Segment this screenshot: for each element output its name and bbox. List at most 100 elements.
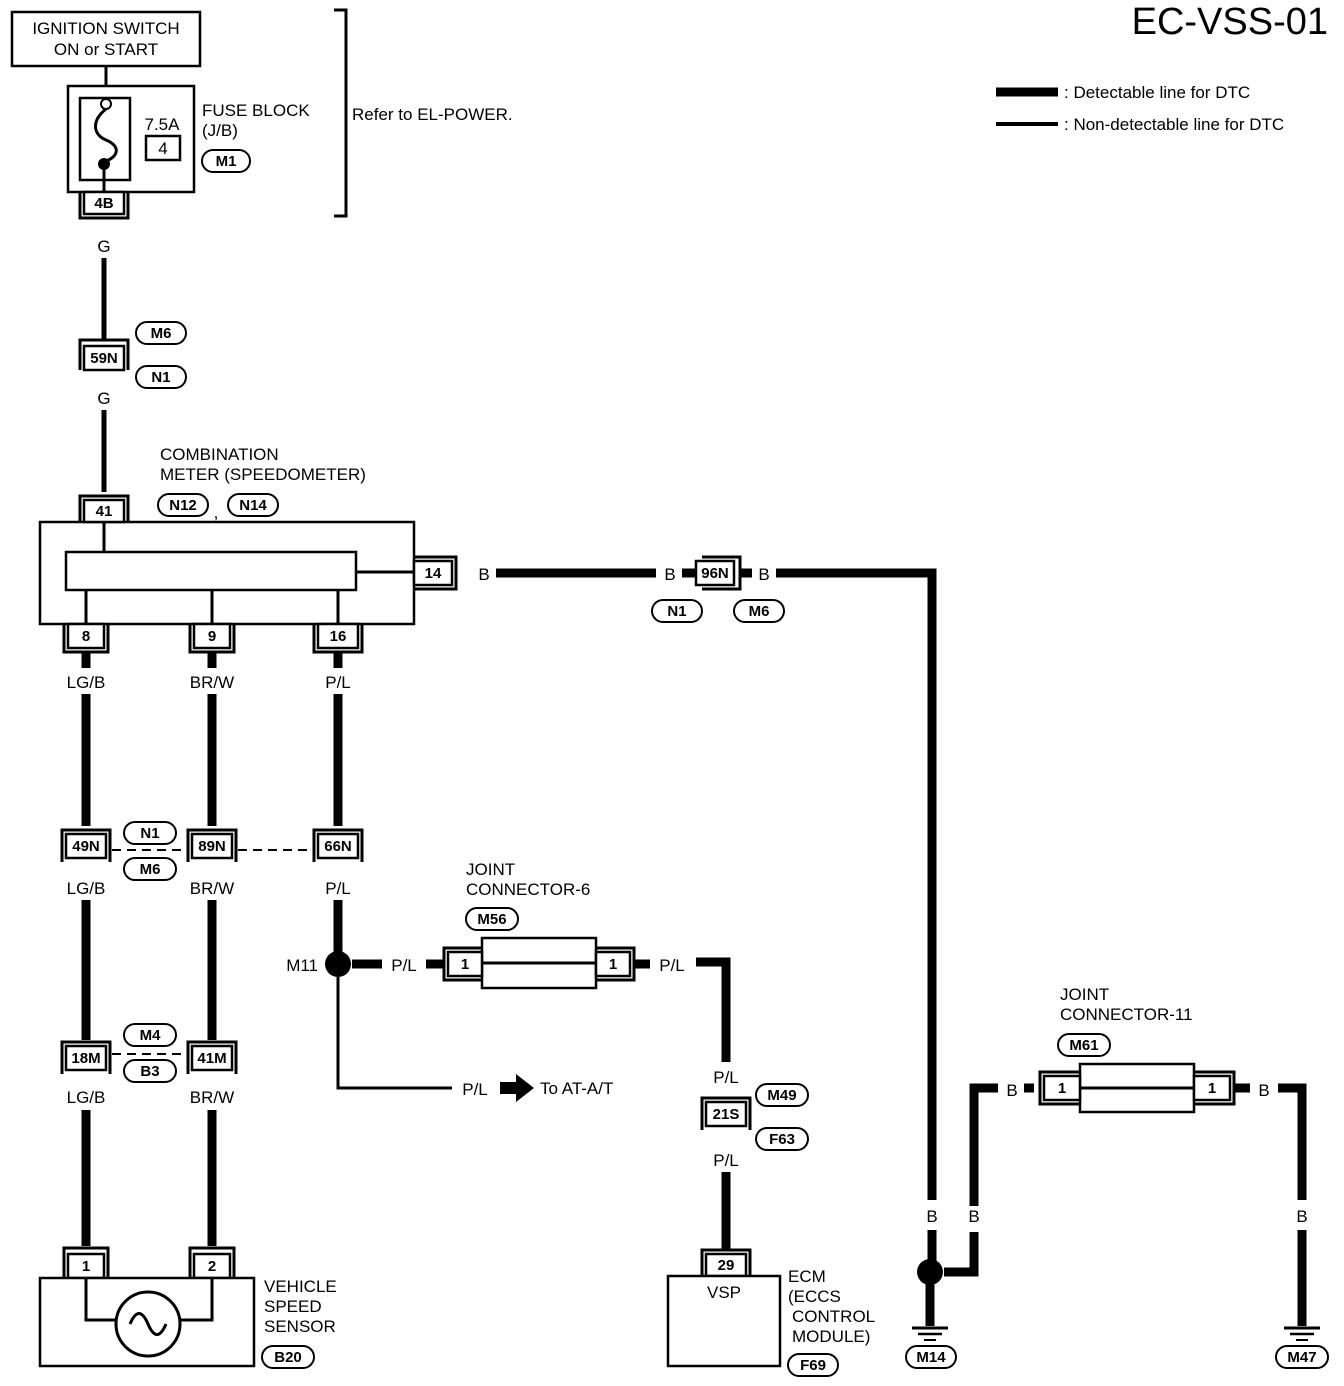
jc11-pin-right-label: 1: [1208, 1080, 1216, 1097]
connector-oval-m14-label: M14: [916, 1349, 946, 1366]
pin-41-bracket: [78, 494, 130, 522]
pin-89n: [190, 832, 234, 860]
fuse-number-box: [144, 134, 182, 162]
vss-internal-wire-2: [180, 1278, 214, 1322]
ground-splice: [917, 1259, 943, 1285]
pin-14-bracket: [414, 555, 458, 591]
connector-oval-n1-mid-label: N1: [140, 825, 159, 842]
wire-label-brw-3: BR/W: [190, 1088, 234, 1107]
jc6-pin-right: [594, 950, 632, 978]
pin-21s-label: 21S: [713, 1106, 740, 1123]
connector-oval-b3: [123, 1059, 177, 1083]
connector-oval-m49-label: M49: [767, 1087, 796, 1104]
vss-pin-1-bracket: [62, 1246, 110, 1278]
pin-89n-bracket: [186, 828, 238, 862]
connector-oval-m6-59n-label: M6: [151, 325, 172, 342]
connector-oval-m56: [465, 907, 519, 931]
ecm-label-4: MODULE): [792, 1327, 870, 1346]
connector-oval-n14: [227, 493, 279, 517]
ecm-label-3: CONTROL: [792, 1307, 875, 1326]
vss-pin-2-bracket: [188, 1246, 236, 1278]
wire-label-b-4: B: [926, 1207, 937, 1226]
wire-label-lgb-1: LG/B: [67, 673, 106, 692]
pin-16-label: 16: [330, 628, 347, 645]
connector-oval-m61: [1057, 1033, 1111, 1057]
connector-oval-m47-label: M47: [1287, 1349, 1316, 1366]
connector-oval-m4: [123, 1023, 177, 1047]
jc11-pin-left-bracket: [1038, 1070, 1080, 1106]
pin-8: [66, 622, 106, 650]
connector-oval-n12: [157, 493, 209, 517]
splice-m11: [325, 951, 351, 977]
sine-wave-icon: [128, 1312, 168, 1336]
jc6-pin-right-label: 1: [609, 956, 617, 973]
pin-29-bracket: [700, 1248, 752, 1276]
pin-66n: [316, 832, 360, 860]
legend-non-detectable-label: : Non-detectable line for DTC: [1064, 115, 1284, 134]
pin-66n-label: 66N: [324, 838, 352, 855]
connector-oval-m1: [201, 149, 251, 173]
vss-pin-2-label: 2: [208, 1258, 216, 1275]
jc11-pin-right: [1192, 1074, 1232, 1102]
wire-label-lgb-2: LG/B: [67, 879, 106, 898]
ignition-switch-box: [10, 10, 202, 68]
wire-label-brw-2: BR/W: [190, 879, 234, 898]
connector-oval-f69: [787, 1353, 839, 1377]
connector-oval-m1-label: M1: [216, 153, 237, 170]
arrow-right-icon: [500, 1074, 534, 1102]
fuse-number: 4: [158, 139, 167, 158]
connector-oval-b3-label: B3: [140, 1063, 159, 1080]
wire-label-b-8: B: [1296, 1207, 1307, 1226]
pin-59n-label: 59N: [90, 350, 118, 367]
connector-oval-m6-96n-label: M6: [749, 603, 770, 620]
vss-internal-wire-1: [84, 1278, 116, 1322]
ecm-label-2: (ECCS: [788, 1287, 841, 1306]
connector-oval-m47: [1275, 1345, 1329, 1369]
jc11-pin-left-label: 1: [1058, 1080, 1066, 1097]
fuse-block-jb: (J/B): [202, 121, 238, 140]
pin-4b-bracket: [78, 192, 130, 220]
diagram-title: EC-VSS-01: [1132, 1, 1328, 43]
pin-96n: [694, 559, 736, 587]
pin-89n-label: 89N: [198, 838, 226, 855]
wire-label-b-2: B: [664, 565, 675, 584]
wire-label-pl-6: P/L: [713, 1151, 739, 1170]
wire-label-pl-at: P/L: [462, 1080, 488, 1099]
meter-label-2: METER (SPEEDOMETER): [160, 465, 366, 484]
vss-label-1: VEHICLE: [264, 1277, 337, 1296]
pin-21s: [704, 1100, 748, 1128]
jc11-label-2: CONNECTOR-11: [1060, 1005, 1193, 1024]
pin-41m-bracket: [186, 1040, 238, 1074]
to-at-at-label: To AT-A/T: [540, 1079, 613, 1098]
connector-oval-n1-96n-label: N1: [667, 603, 686, 620]
ecm-label-1: ECM: [788, 1267, 826, 1286]
connector-oval-m56-label: M56: [477, 911, 506, 928]
meter-inner-box: [64, 550, 358, 592]
connector-oval-m6-mid: [123, 857, 177, 881]
pin-4b: [82, 190, 126, 216]
wire-label-b-6: B: [1006, 1081, 1017, 1100]
fuse-terminal-top: [100, 98, 112, 110]
fuse-icon: [94, 107, 118, 164]
connector-oval-m4-label: M4: [140, 1027, 161, 1044]
connector-oval-n12-label: N12: [169, 497, 197, 514]
wire-label-pl-1: P/L: [325, 673, 351, 692]
pin-8-label: 8: [82, 628, 90, 645]
vss-label-3: SENSOR: [264, 1317, 336, 1336]
wire-b-to-jc11: [944, 1232, 979, 1277]
pin-21s-bracket: [700, 1096, 752, 1130]
meter-connector-separator: ,: [214, 503, 219, 522]
jc11-label-1: JOINT: [1060, 985, 1109, 1004]
connector-oval-m61-label: M61: [1069, 1037, 1098, 1054]
jc6-pin-left-label: 1: [461, 956, 469, 973]
ignition-switch-state: ON or START: [54, 40, 158, 59]
pin-41m: [190, 1044, 234, 1072]
pin-9: [192, 622, 232, 650]
wire-label-b-5: B: [968, 1207, 979, 1226]
jc11-pin-left: [1042, 1074, 1082, 1102]
pin-9-label: 9: [208, 628, 216, 645]
meter-label-1: COMBINATION: [160, 445, 279, 464]
fuse-block-label: FUSE BLOCK: [202, 101, 310, 120]
pin-16: [316, 622, 360, 650]
